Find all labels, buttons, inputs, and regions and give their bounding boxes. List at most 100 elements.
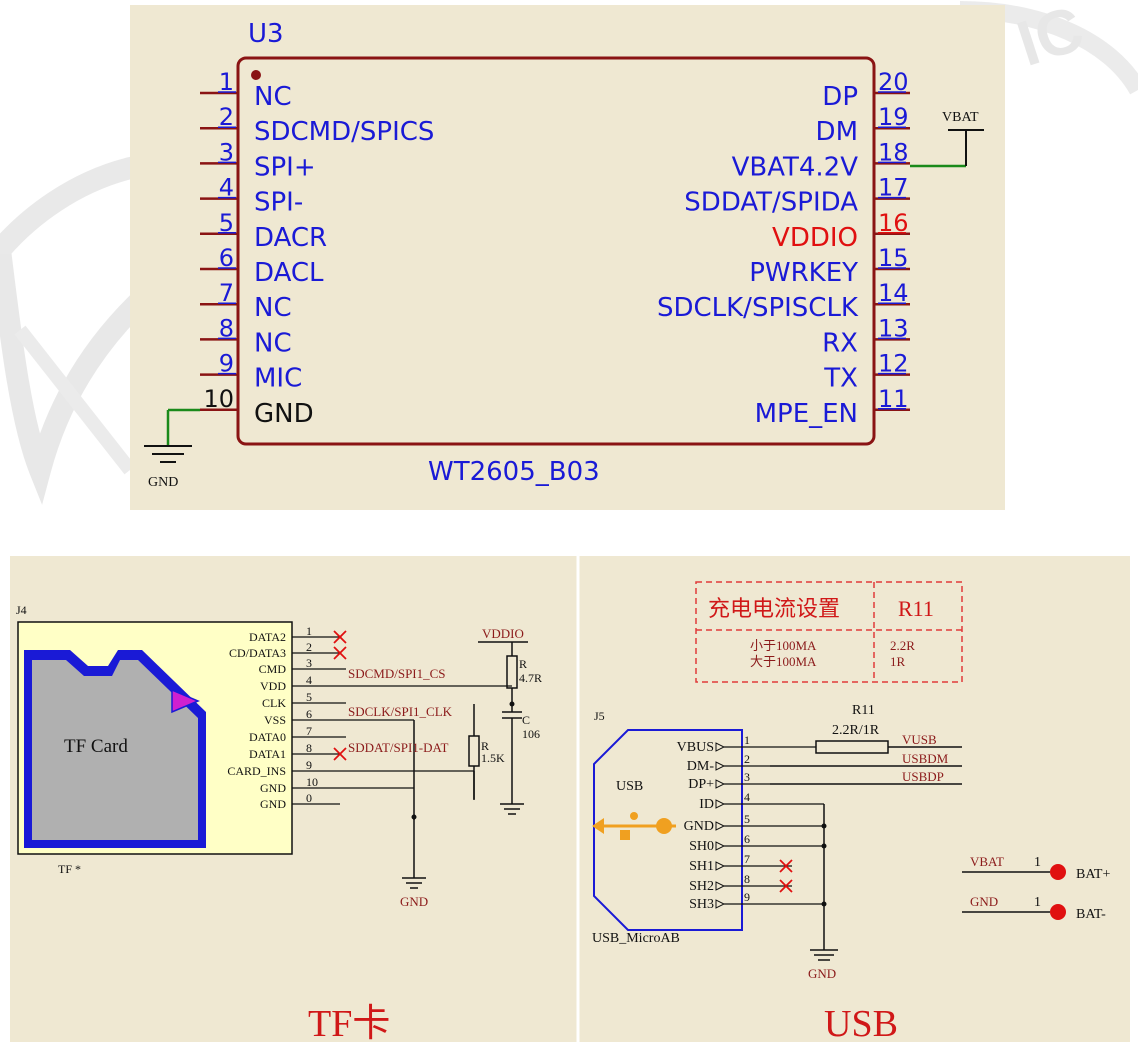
gnd-label: GND <box>148 475 178 490</box>
bat-plus-net: VBAT <box>970 854 1004 869</box>
u3-panel <box>130 5 1005 510</box>
u3-pin-name: PWRKEY <box>749 258 858 288</box>
junction-usb-2 <box>821 843 827 849</box>
tf-card-fill <box>32 660 198 840</box>
charge-table: 充电电流设置 R11 小于100MA 2.2R 大于100MA 1R <box>695 581 963 683</box>
u3-pin-name: TX <box>823 364 858 394</box>
charge-row-2-cond: 大于100MA <box>750 654 817 669</box>
u3-pin-number: 9 <box>219 350 234 378</box>
usb-outline <box>593 729 743 931</box>
charge-row-2-val: 1R <box>890 654 906 669</box>
tf-pin-number: 0 <box>306 791 312 805</box>
usb-pin-name: VBUS <box>677 740 714 755</box>
u3-pin-name: DM <box>816 117 858 147</box>
u3-pin-name: DACL <box>254 258 324 288</box>
bat-minus-pin: 1 <box>1034 895 1041 910</box>
u3-pin-name: NC <box>254 82 292 112</box>
usb-gnd-label: GND <box>808 966 836 981</box>
tf-pin-name: CMD <box>259 662 287 676</box>
junction-usb-1 <box>821 823 827 829</box>
u3-pin-number: 4 <box>219 174 234 202</box>
tf-pin-number: 9 <box>306 758 312 772</box>
u3-pin-name: GND <box>254 399 314 429</box>
usb-symbol-icon <box>592 812 676 840</box>
usb-pin-number: 8 <box>744 872 750 886</box>
tf-gnd-label: GND <box>400 894 428 909</box>
tf-pin-number: 5 <box>306 690 312 704</box>
u3-pin-name: SPI+ <box>254 152 316 182</box>
usb-label: USB <box>616 779 643 794</box>
charge-header-left: 充电电流设置 <box>708 596 840 621</box>
u3-pin-name: NC <box>254 293 292 323</box>
watermark-text: IC <box>1009 0 1092 80</box>
usb-pin-number: 2 <box>744 752 750 766</box>
u3-pin-name: VDDIO <box>772 223 858 253</box>
r11-label: R11 <box>852 703 875 718</box>
charge-row-1-cond: 小于100MA <box>750 638 817 653</box>
usb-pin-number: 4 <box>744 790 750 804</box>
vddio-label: VDDIO <box>482 626 524 641</box>
u3-body <box>236 56 876 446</box>
u3-pin-name: VBAT4.2V <box>732 152 859 182</box>
u3-pin-name: RX <box>822 328 858 358</box>
r-bot-value: 1.5K <box>481 751 505 765</box>
tf-pin-name: DATA1 <box>249 747 286 761</box>
tf-pin-name: CLK <box>262 696 286 710</box>
u3-pin-number: 10 <box>203 385 234 413</box>
u3-pin-name: SDCMD/SPICS <box>254 117 434 147</box>
bat-plus-label: BAT+ <box>1076 867 1110 882</box>
u3-pin-number: 6 <box>219 244 234 272</box>
usb-pin-name: SH3 <box>689 897 714 912</box>
u3-designator: U3 <box>248 19 284 49</box>
u3-pin-name: SDDAT/SPIDA <box>684 188 858 218</box>
tf-pin-number: 2 <box>306 640 312 654</box>
junction-usb-3 <box>821 901 827 907</box>
usb-pin-name: DM- <box>687 759 715 774</box>
junction-gnd <box>411 814 417 820</box>
u3-pin-name: SPI- <box>254 188 303 218</box>
tf-pin-name: VDD <box>260 679 286 693</box>
bat-minus-label: BAT- <box>1076 907 1106 922</box>
tf-pin-number: 6 <box>306 707 312 721</box>
tf-pin-number: 4 <box>306 673 312 687</box>
charge-header-right: R11 <box>898 596 934 621</box>
u3-pin-name: DACR <box>254 223 327 253</box>
u3-pin-number: 7 <box>219 279 234 307</box>
usb-pin-name: SH1 <box>689 859 714 874</box>
net-sdcmd: SDCMD/SPI1_CS <box>348 666 446 681</box>
tf-pin-name: GND <box>260 797 286 811</box>
usb-pin-number: 7 <box>744 852 750 866</box>
tf-pin-number: 1 <box>306 624 312 638</box>
usb-pin-name: SH2 <box>689 879 714 894</box>
u3-pin-number: 5 <box>219 209 234 237</box>
tf-pin-name: CARD_INS <box>227 764 286 778</box>
j4-designator: J4 <box>16 603 27 617</box>
tf-pin-name: DATA0 <box>249 730 286 744</box>
u3-pin-name: MIC <box>254 364 302 394</box>
u3-right-pins: 20DP19DM18VBAT4.2V17SDDAT/SPIDA16VDDIO15… <box>657 68 910 429</box>
tf-pin-name: GND <box>260 781 286 795</box>
bat-minus-net: GND <box>970 894 998 909</box>
c-value: 106 <box>522 727 540 741</box>
u3-pin-number: 1 <box>219 68 234 96</box>
usb-pin-number: 5 <box>744 812 750 826</box>
usb-pin-number: 9 <box>744 890 750 904</box>
vbat-label: VBAT <box>942 110 979 125</box>
usb-pin-name: DP+ <box>688 777 714 792</box>
net-usbdp: USBDP <box>902 769 944 784</box>
u3-pin-name: NC <box>254 328 292 358</box>
u3-pin-number: 3 <box>219 138 234 166</box>
usb-pin-name: GND <box>684 819 714 834</box>
net-vusb: VUSB <box>902 732 937 747</box>
tf-pin-name: CD/DATA3 <box>229 646 286 660</box>
usb-pin-number: 3 <box>744 770 750 784</box>
charge-row-1-val: 2.2R <box>890 638 915 653</box>
tf-pin-name: DATA2 <box>249 630 286 644</box>
tf-card-arrow-icon <box>171 688 200 714</box>
u3-pin-name: MPE_EN <box>755 399 858 429</box>
u3-pin-name: SDCLK/SPISCLK <box>657 293 859 323</box>
r-top-label: R <box>519 657 527 671</box>
